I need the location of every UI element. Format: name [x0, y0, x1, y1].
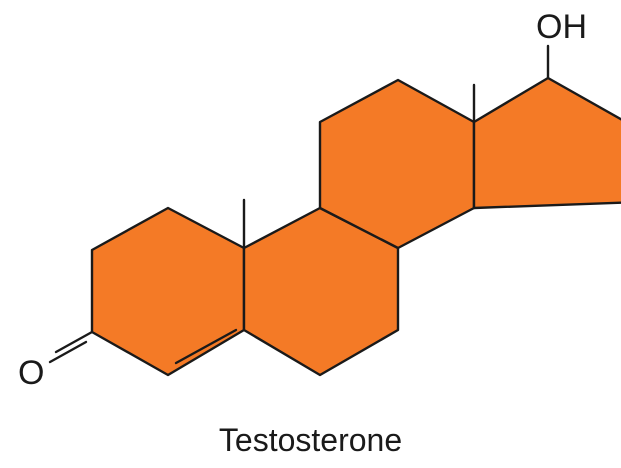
- carbonyl-bond-2: [48, 340, 88, 364]
- ring-a: [90, 206, 246, 377]
- ring-a-double-bond: [174, 328, 238, 365]
- ketone-oxygen-label: O: [18, 354, 44, 392]
- carbonyl-bond-1: [54, 330, 94, 354]
- ring-d: [472, 76, 621, 210]
- hydroxyl-label: OH: [536, 8, 587, 46]
- molecule-name: Testosterone: [218, 422, 403, 458]
